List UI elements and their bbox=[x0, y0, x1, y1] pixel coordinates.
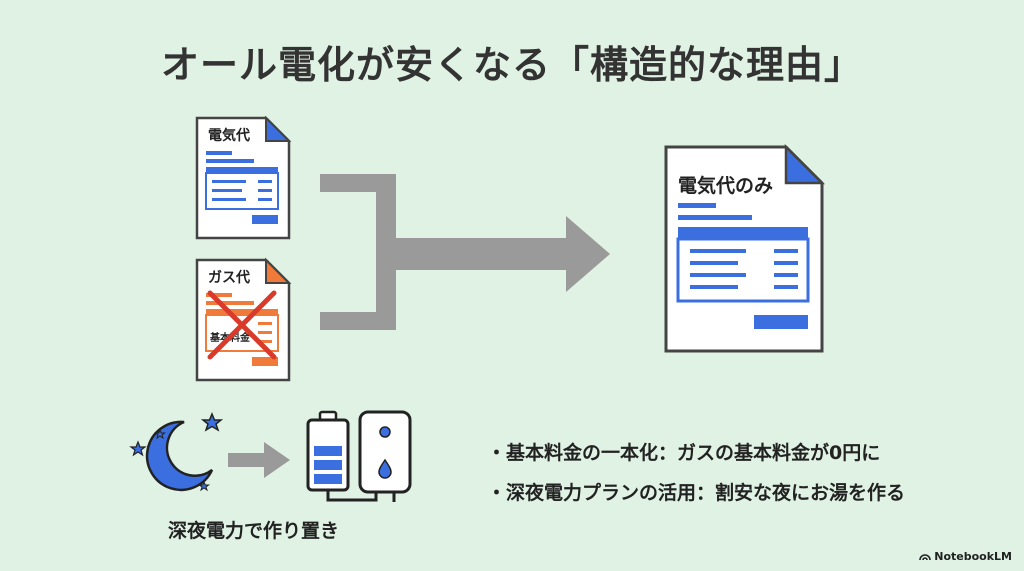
night-storage-caption: 深夜電力で作り置き bbox=[168, 520, 340, 542]
gas-bill-label: ガス代 bbox=[208, 270, 250, 286]
moon-stars-icon bbox=[129, 412, 224, 492]
electric-bill-label: 電気代 bbox=[208, 128, 250, 144]
notebooklm-logo: NotebookLM bbox=[919, 550, 1012, 563]
page-title: オール電化が安くなる「構造的な理由」 bbox=[160, 43, 863, 87]
gas-bill-document: ガス代 基本料金 bbox=[194, 257, 292, 383]
brand-label: NotebookLM bbox=[934, 550, 1012, 563]
battery-water-heater-icon bbox=[306, 410, 412, 502]
bullet-basic-fee: ・基本料金の一本化：ガスの基本料金が0円に bbox=[487, 442, 881, 464]
cross-mark-icon bbox=[207, 290, 277, 360]
notebooklm-icon bbox=[919, 554, 932, 561]
merge-arrow-icon bbox=[320, 174, 610, 330]
bullet-night-plan: ・深夜電力プランの活用：割安な夜にお湯を作る bbox=[487, 482, 906, 504]
electric-only-label: 電気代のみ bbox=[678, 175, 774, 197]
bullet-list: ・基本料金の一本化：ガスの基本料金が0円に ・深夜電力プランの活用：割安な夜にお… bbox=[487, 433, 905, 513]
electric-bill-document: 電気代 bbox=[194, 115, 292, 241]
small-arrow-icon bbox=[228, 442, 290, 478]
electric-only-document: 電気代のみ bbox=[662, 143, 826, 355]
